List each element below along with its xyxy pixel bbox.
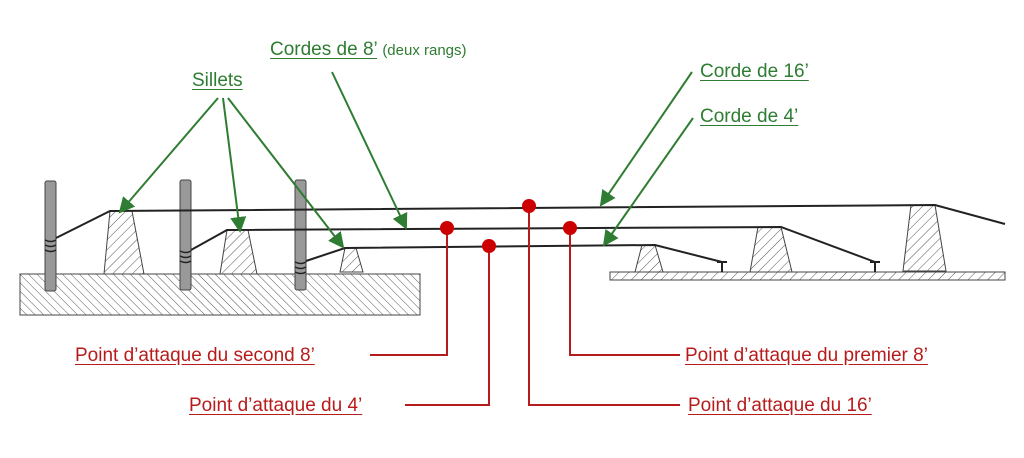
soundboard-bridges [634, 204, 947, 273]
plucking-point-dots [440, 199, 577, 253]
label-cordes-8: Cordes de 8’ (deux rangs) [270, 39, 467, 62]
strings [55, 203, 1006, 263]
hitch-pins [717, 261, 880, 272]
wrestplank [19, 273, 421, 316]
green-pointer-arrows [118, 71, 694, 249]
label-point-premier-8: Point d’attaque du premier 8’ [685, 345, 928, 366]
red-leader-lines [370, 206, 680, 406]
label-point-4: Point d’attaque du 4’ [189, 395, 363, 416]
nut-bridges [103, 210, 364, 275]
label-sillets: Sillets [192, 70, 243, 91]
label-cordes-8-note: (deux rangs) [382, 42, 467, 59]
label-corde-4: Corde de 4’ [700, 106, 799, 127]
label-corde-16: Corde de 16’ [700, 61, 809, 82]
label-cordes-8-text: Cordes de 8’ [270, 39, 378, 60]
soundboard [609, 271, 1006, 281]
label-point-second-8: Point d’attaque du second 8’ [75, 345, 315, 366]
label-point-16: Point d’attaque du 16’ [688, 395, 872, 416]
